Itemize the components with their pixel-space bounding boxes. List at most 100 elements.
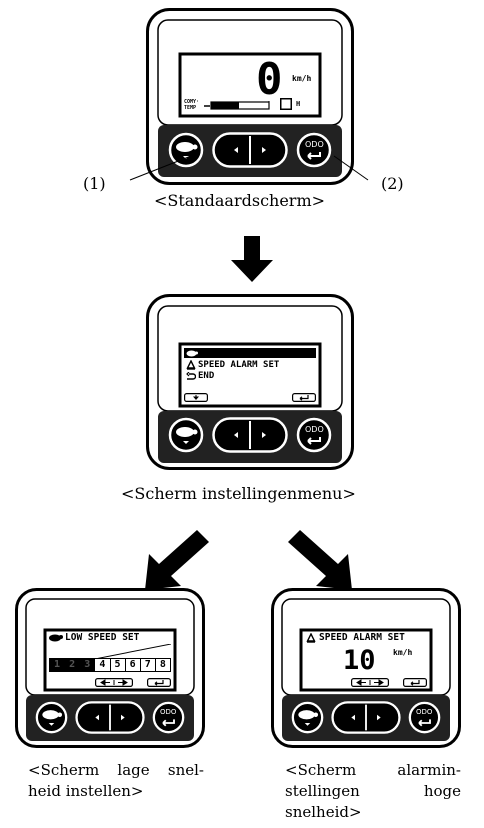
right-icon [374,679,384,686]
bell-icon [306,633,316,643]
standard-device: 0 km/h COMY· TEMP H ODO [146,8,354,185]
turtle-icon [176,427,198,444]
turtle-icon [42,710,63,726]
enter-icon [162,719,175,727]
alarm-caption: <Scherm alarmin- stellingen hoge snelhei… [285,760,461,823]
right-arrow-icon [262,432,266,438]
alarm-device: SPEED ALARM SET 10 km/h ODO [271,588,461,748]
down-icon [193,396,199,400]
enter-icon [418,719,431,727]
right-arrow-icon [121,714,125,721]
speed-level-cell: 5 [109,658,126,672]
alarm-enter-key [403,678,427,687]
caption-word: alarmin- [397,761,461,779]
odo-button[interactable]: ODO [408,701,441,734]
standard-screen-caption: <Standaardscherm> [154,191,326,210]
right-arrow-icon [377,714,381,721]
turtle-button[interactable] [168,417,204,453]
turtle-button[interactable] [291,701,324,734]
temp-h-label: H [296,100,301,108]
alarm-caption-line2: stellingen hoge [285,781,461,802]
low-speed-enter-key [147,678,171,687]
low-speed-caption-line2: heid instellen> [28,782,144,800]
turtle-icon [186,350,198,357]
temp-label: TEMP [184,105,197,111]
menu-item-low-speed-label: LOW SPEED SET [202,348,273,358]
caption-word: hoge [423,782,461,800]
speed-value: 0 [256,54,283,105]
speed-level-cell: 1 [49,658,66,672]
turtle-icon [176,142,198,159]
turtle-icon [298,710,319,726]
odo-label: ODO [305,140,324,149]
left-right-button[interactable] [331,701,401,734]
enter-icon [410,680,420,686]
menu-item-speed-alarm[interactable]: SPEED ALARM SET [184,360,316,370]
enter-icon [307,152,321,160]
low-speed-caption-line1: <Scherm lage snel- [28,760,204,781]
left-right-button[interactable] [75,701,145,734]
comy-label: COMY· [184,99,200,105]
alarm-caption-line1: <Scherm alarmin- [285,760,461,781]
temperature-bar [204,101,280,110]
speed-level-cell: 4 [94,658,111,672]
odo-button[interactable]: ODO [152,701,185,734]
alarm-caption-line3: snelheid> [285,803,362,821]
temperature-box [280,98,292,110]
odo-button[interactable]: ODO [296,417,332,453]
odo-button[interactable]: ODO [296,132,332,168]
caption-word: lage [117,761,150,779]
menu-enter-key [292,393,316,402]
callout-lines [100,140,400,190]
alarm-title: SPEED ALARM SET [319,632,405,643]
speed-level-cell: 8 [154,658,171,672]
return-icon [186,372,196,380]
low-speed-title: LOW SPEED SET [65,632,140,643]
left-arrow-icon [234,147,238,153]
left-right-button[interactable] [212,417,288,453]
caption-word: stellingen [285,782,360,800]
left-arrow-icon [95,714,99,721]
low-speed-lr-key [95,678,133,687]
menu-down-key [184,393,208,402]
bell-icon [186,360,196,370]
alarm-value: 10 [343,645,376,676]
right-arrow-icon [262,147,266,153]
right-icon [118,679,128,686]
enter-icon [299,395,309,401]
speed-unit: km/h [292,74,312,83]
speed-level-cell: 3 [79,658,96,672]
down-arrow-icon [231,236,273,282]
alarm-unit: km/h [393,648,413,657]
caption-word: <Scherm [28,761,100,779]
odo-label: ODO [305,425,324,434]
turtle-icon [49,634,63,642]
left-icon [356,679,366,686]
speed-level-cell: 7 [139,658,156,672]
low-speed-caption: <Scherm lage snel- heid instellen> [28,760,204,802]
speed-level-cell: 6 [124,658,141,672]
alarm-lr-key [351,678,389,687]
menu-item-low-speed[interactable]: LOW SPEED SET [184,348,316,358]
menu-item-speed-alarm-label: SPEED ALARM SET [198,360,280,370]
turtle-button[interactable] [35,701,68,734]
odo-label: ODO [416,708,433,716]
turtle-button[interactable] [168,132,204,168]
left-arrow-icon [234,432,238,438]
speed-level-cell: 2 [64,658,81,672]
enter-icon [307,437,321,445]
down-left-arrow-icon [145,530,209,590]
caption-word: snel- [167,761,204,779]
enter-icon [154,680,164,686]
callout-label-1: (1) [83,174,106,193]
menu-item-end-label: END [198,371,215,381]
left-arrow-icon [351,714,355,721]
left-icon [100,679,110,686]
left-right-button[interactable] [212,132,288,168]
menu-device: LOW SPEED SET SPEED ALARM SET END ODO [146,294,354,470]
menu-item-end[interactable]: END [184,371,316,381]
menu-screen-caption: <Scherm instellingenmenu> [121,484,356,503]
odo-label: ODO [160,708,177,716]
